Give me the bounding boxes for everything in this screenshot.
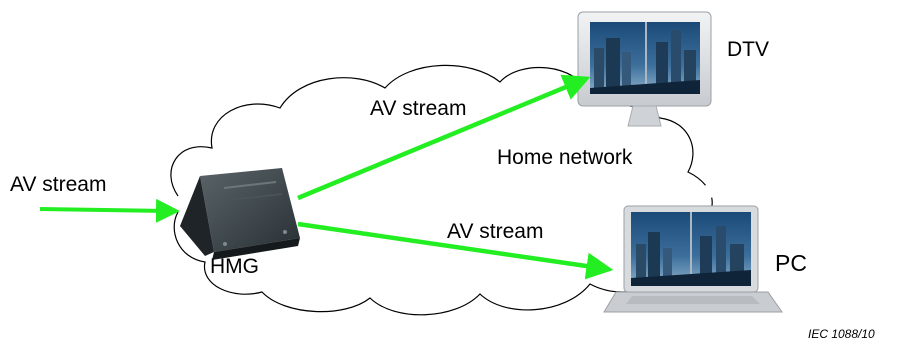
av-stream-arrows <box>39 74 614 280</box>
arrow-to-dtv <box>297 74 591 201</box>
arrow-to-pc <box>297 221 614 280</box>
network-label: Home network <box>497 146 633 169</box>
arrow-input <box>39 198 180 223</box>
reference-label: IEC 1088/10 <box>808 327 875 341</box>
computer-label: PC <box>775 250 807 276</box>
home-network-cloud <box>170 64 713 316</box>
gateway-label: HMG <box>210 255 259 278</box>
pc-stream-label: AV stream <box>447 220 544 243</box>
dtv-stream-label: AV stream <box>370 97 467 120</box>
dtv-monitor-icon <box>577 11 712 127</box>
gateway-device-icon <box>180 168 300 260</box>
tv-label: DTV <box>727 38 769 61</box>
input-stream-label: AV stream <box>10 173 107 196</box>
laptop-pc-icon <box>603 205 783 313</box>
